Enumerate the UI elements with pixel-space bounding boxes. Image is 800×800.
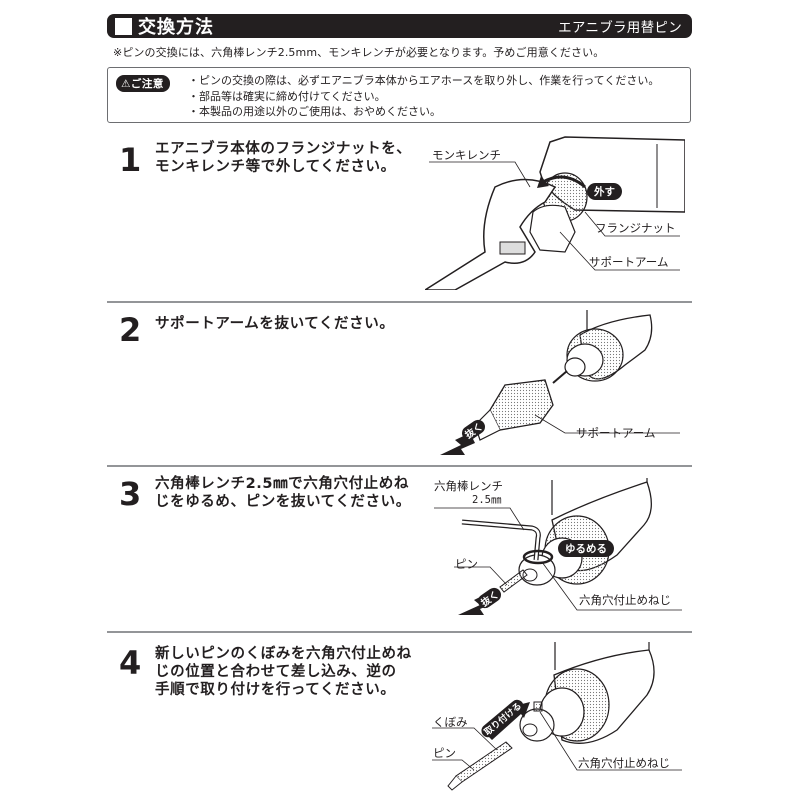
section-header: 交換方法 エアニブラ用替ピン [107, 14, 692, 38]
instruction-line: モンキレンチ等で外してください。 [155, 159, 396, 175]
caution-badge: ⚠ご注意 [116, 75, 170, 92]
product-name: エアニブラ用替ピン [558, 20, 682, 36]
wrench-removal-illustration [425, 136, 685, 290]
caution-item: 本製品の用途以外のご使用は、おやめください。 [188, 104, 659, 120]
step-instruction: サポートアームを抜いてください。 [155, 315, 394, 333]
caution-item: ピンの交換の際は、必ずエアニブラ本体からエアホースを取り外し、作業を行ってくださ… [188, 73, 659, 89]
square-bullet-icon [115, 17, 132, 35]
step-number: 1 [119, 141, 142, 179]
step-number: 3 [119, 475, 142, 513]
requirement-note: ※ピンの交換には、六角棒レンチ2.5mm、モンキレンチが必要となります。予めご用… [113, 46, 605, 59]
callout-hex-wrench-size: 2.5㎜ [472, 494, 502, 506]
step-instruction: エアニブラ本体のフランジナットを、 モンキレンチ等で外してください。 [155, 140, 411, 176]
step-instruction: 六角棒レンチ2.5㎜で六角穴付止めね じをゆるめ、ピンを抜いてください。 [155, 475, 411, 511]
step-number: 4 [119, 644, 142, 682]
support-arm-removal-illustration [440, 310, 680, 455]
action-badge-remove: 外す [587, 183, 622, 200]
step-divider [107, 631, 692, 633]
instruction-line: 手順で取り付けを行ってください。 [155, 682, 396, 698]
callout-recess: くぼみ [433, 715, 468, 729]
instruction-line: 新しいピンのくぼみを六角穴付止めね [155, 646, 412, 662]
section-title: 交換方法 [115, 13, 214, 39]
action-badge-loosen: ゆるめる [558, 540, 614, 557]
step-divider [107, 301, 692, 303]
caution-list: ピンの交換の際は、必ずエアニブラ本体からエアホースを取り外し、作業を行ってくださ… [188, 73, 659, 120]
callout-wrench: モンキレンチ [432, 148, 501, 162]
callout-pin: ピン [433, 746, 456, 760]
instruction-line: エアニブラ本体のフランジナットを、 [155, 141, 412, 157]
instruction-line: じをゆるめ、ピンを抜いてください。 [155, 494, 411, 510]
section-title-text: 交換方法 [138, 17, 214, 38]
instruction-line: じの位置と合わせて差し込み、逆の [155, 664, 397, 680]
callout-pin: ピン [455, 557, 478, 571]
instruction-line: 六角棒レンチ2.5㎜で六角穴付止めね [155, 476, 409, 492]
step-divider [107, 465, 692, 467]
step-instruction: 新しいピンのくぼみを六角穴付止めね じの位置と合わせて差し込み、逆の 手順で取り… [155, 645, 412, 699]
caution-item: 部品等は確実に締め付けてください。 [188, 89, 659, 105]
callout-support-arm: サポートアーム [576, 426, 656, 440]
instruction-line: サポートアームを抜いてください。 [155, 316, 395, 332]
step-number: 2 [119, 311, 142, 349]
callout-support-arm: サポートアーム [589, 255, 669, 269]
callout-hex-wrench: 六角棒レンチ [434, 479, 503, 493]
callout-set-screw: 六角穴付止めねじ [578, 756, 670, 770]
caution-box: ⚠ご注意 ピンの交換の際は、必ずエアニブラ本体からエアホースを取り外し、作業を行… [107, 67, 691, 123]
callout-flange-nut: フランジナット [595, 221, 676, 235]
callout-set-screw: 六角穴付止めねじ [579, 593, 671, 607]
